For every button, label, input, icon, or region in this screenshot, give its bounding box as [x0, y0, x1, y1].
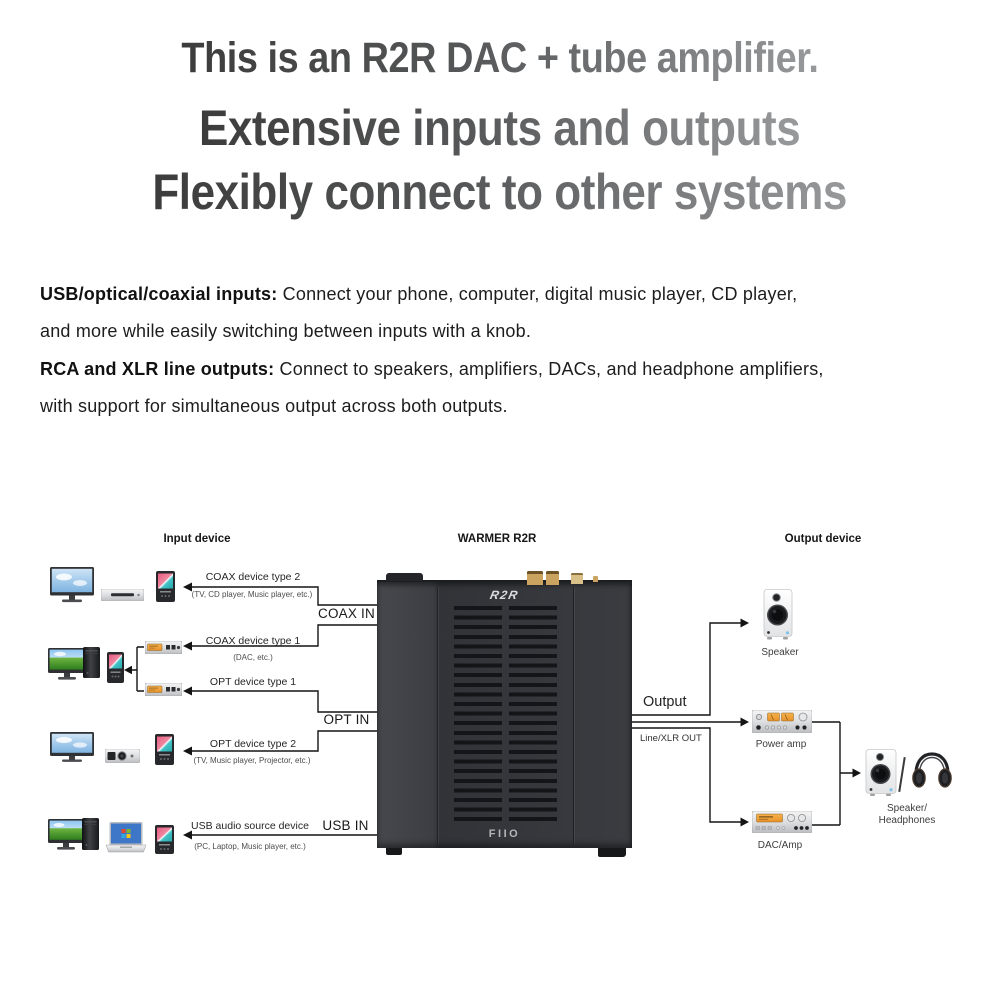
coax-type1-sublabel: (DAC, etc.) — [233, 653, 273, 662]
headline-line3: Flexibly connect to other systems — [152, 164, 848, 220]
coax-dac-box-icon — [145, 641, 182, 654]
power-amp-caption: Power amp — [755, 739, 807, 750]
opt-type2-label: OPT device type 2 — [209, 738, 297, 750]
amp-handle — [386, 573, 423, 581]
output-label: Output — [643, 694, 687, 710]
speaker-icon — [763, 589, 793, 640]
input-device-header: Input device — [163, 533, 231, 545]
connection-wires-svg — [124, 582, 861, 840]
warmer-r2r-amplifier-image: R2R FIIO — [377, 571, 632, 857]
body-line: with support for simultaneous output acr… — [40, 395, 508, 416]
line-xlr-out-label: Line/XLR OUT — [640, 733, 702, 744]
music-player-icon — [107, 652, 124, 683]
pc-tower-icon — [82, 818, 99, 850]
usb-source-sublabel: (PC, Laptop, Music player, etc.) — [194, 842, 306, 851]
r2r-logo: R2R — [488, 588, 521, 602]
dac-amp-icon — [752, 811, 812, 833]
projector-icon — [105, 749, 140, 763]
amp-panel-seam — [437, 587, 438, 844]
body-line: USB/optical/coaxial inputs: Connect your… — [40, 284, 798, 304]
coax-type1-label: COAX device type 1 — [205, 635, 301, 647]
amp-vent-left — [454, 606, 502, 827]
dac-amp-caption: DAC/Amp — [757, 840, 803, 851]
headline-line1: This is an R2R DAC + tube amplifier. — [181, 34, 819, 82]
tv-icon — [50, 732, 94, 762]
opt-dac-box-icon — [145, 683, 182, 696]
amp-foot — [386, 848, 402, 855]
speaker-caption: Speaker — [761, 647, 799, 658]
headline-line2: Extensive inputs and outputs — [199, 100, 801, 156]
usb-in-label: USB IN — [322, 818, 369, 833]
music-player-icon — [155, 734, 174, 765]
body-line: and more while easily switching between … — [40, 321, 532, 342]
body-line: RCA and XLR line outputs: Connect to spe… — [40, 358, 824, 379]
amp-vent-right — [509, 606, 557, 827]
cd-player-icon — [101, 589, 144, 601]
speaker-headphones-caption-line1: Speaker/ — [886, 803, 928, 814]
pc-tower-icon — [83, 647, 100, 678]
opt-type1-label: OPT device type 1 — [209, 676, 297, 688]
monitor-icon — [48, 819, 84, 850]
tv-icon — [50, 567, 94, 603]
laptop-icon — [105, 822, 147, 853]
body-copy: USB/optical/coaxial inputs: Connect your… — [40, 276, 970, 425]
coax-type2-sublabel: (TV, CD player, Music player, etc.) — [191, 590, 313, 599]
power-amp-icon — [752, 710, 812, 733]
rca-connector-icon — [527, 571, 543, 585]
headphones-icon — [912, 752, 952, 788]
amp-foot — [598, 848, 626, 857]
speaker-headphones-caption: Speaker/ Headphones — [874, 803, 940, 826]
music-player-icon — [155, 825, 174, 854]
opt-type2-sublabel: (TV, Music player, Projector, etc.) — [193, 756, 311, 765]
speaker-icon — [865, 749, 897, 796]
opt-in-label: OPT IN — [323, 712, 370, 727]
amp-panel-seam — [573, 587, 574, 844]
speaker-headphones-caption-line2: Headphones — [878, 814, 936, 826]
rca-connector-icon — [546, 571, 559, 585]
usb-source-label: USB audio source device — [191, 820, 309, 832]
coax-type2-label: COAX device type 2 — [205, 571, 301, 583]
monitor-icon — [48, 648, 86, 680]
coax-in-label: COAX IN — [318, 606, 375, 621]
fiio-logo: FIIO — [488, 828, 521, 840]
warmer-r2r-header: WARMER R2R — [457, 533, 537, 545]
output-device-header: Output device — [784, 533, 862, 545]
rca-connector-icon — [593, 576, 598, 582]
music-player-icon — [156, 571, 175, 602]
rca-connector-icon — [571, 573, 583, 584]
